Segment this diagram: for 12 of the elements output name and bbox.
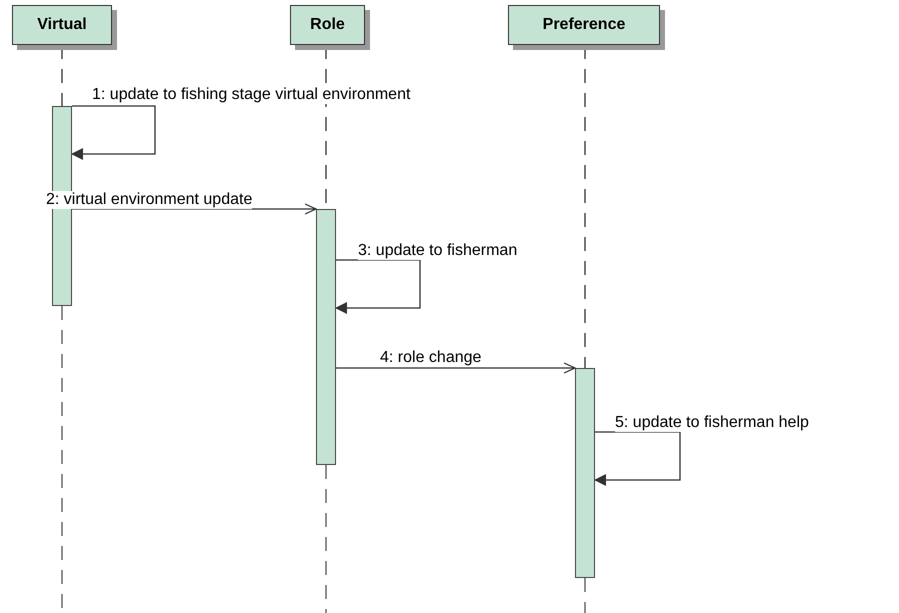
message-arrow xyxy=(71,105,156,160)
message-label: 3: update to fisherman xyxy=(358,242,518,260)
message-arrow xyxy=(72,203,317,215)
message-label: 2: virtual environment update xyxy=(46,191,252,209)
message-label: 1: update to fishing stage virtual environment xyxy=(92,86,410,104)
activation-bar xyxy=(316,209,336,465)
message-label: 4: role change xyxy=(380,349,482,367)
message-label: 5: update to fisherman help xyxy=(615,414,809,432)
message-arrow xyxy=(335,259,421,314)
message-arrow xyxy=(594,431,681,486)
activation-bar xyxy=(575,368,595,578)
message-arrow xyxy=(336,362,576,374)
